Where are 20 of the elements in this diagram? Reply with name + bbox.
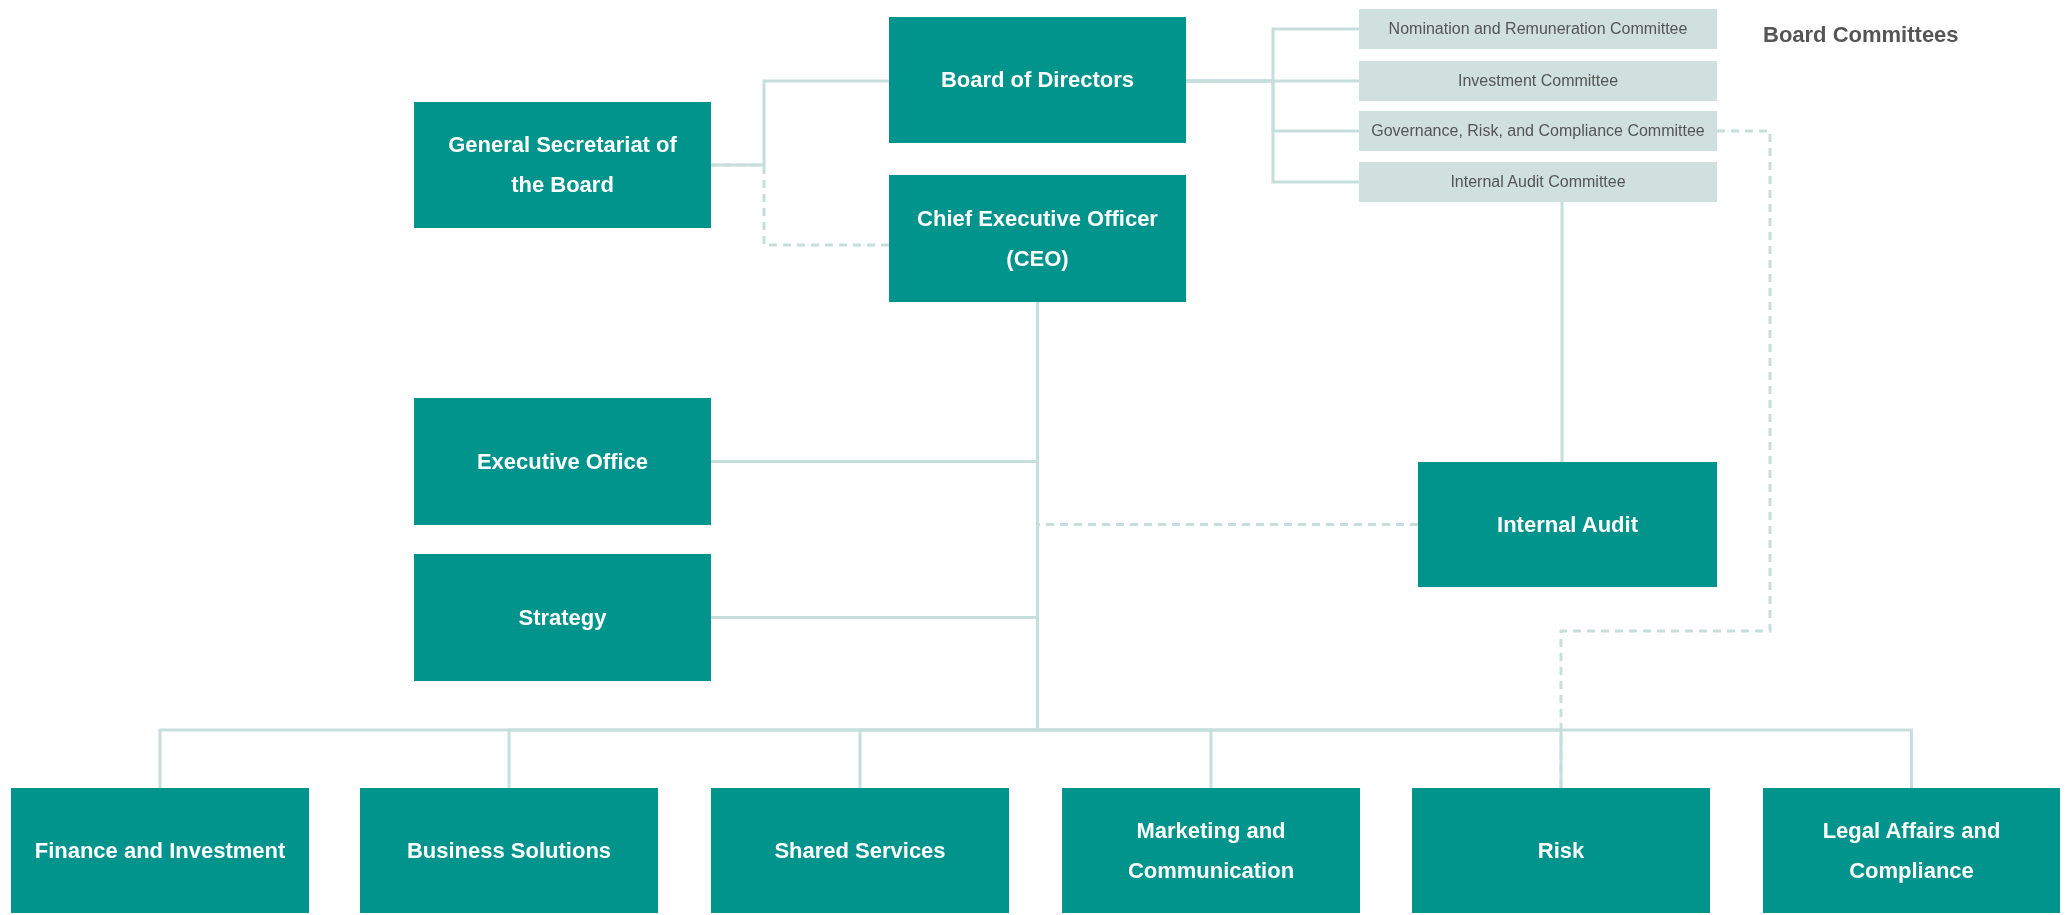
org-unit-box: Legal Affairs and Compliance xyxy=(1763,788,2060,913)
committee-box: Governance, Risk, and Compliance Committee xyxy=(1359,111,1717,151)
org-unit-box: Finance and Investment xyxy=(11,788,309,913)
org-unit-box: Internal Audit xyxy=(1418,462,1717,587)
connector-line xyxy=(1560,202,1564,462)
org-unit-box: Shared Services xyxy=(711,788,1009,913)
committee-box: Internal Audit Committee xyxy=(1359,162,1717,202)
org-unit-box: Business Solutions xyxy=(360,788,658,913)
org-unit-box: Executive Office xyxy=(414,398,711,525)
committee-box: Nomination and Remuneration Committee xyxy=(1359,9,1717,49)
connector-line xyxy=(1186,79,1359,184)
committee-box: Investment Committee xyxy=(1359,61,1717,101)
org-unit-box: Board of Directors xyxy=(889,17,1186,143)
connector-line xyxy=(711,79,889,167)
org-unit-box: Marketing and Communication xyxy=(1062,788,1360,913)
org-unit-box: General Secretariat of the Board xyxy=(414,102,711,228)
org-unit-box: Strategy xyxy=(414,554,711,681)
section-heading: Board Committees xyxy=(1763,21,1959,49)
org-unit-box: Chief Executive Officer (CEO) xyxy=(889,175,1186,302)
org-unit-box: Risk xyxy=(1412,788,1710,913)
